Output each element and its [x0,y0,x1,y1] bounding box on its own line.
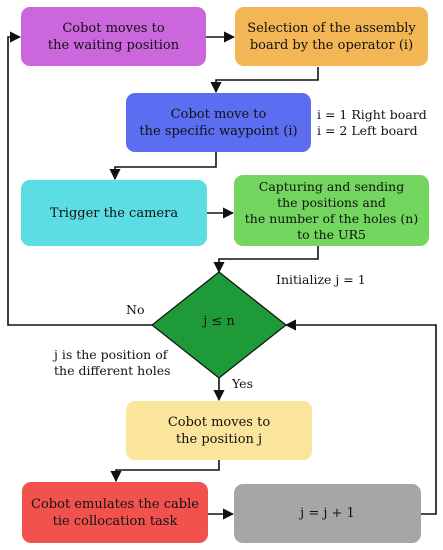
board-mapping-line: i = 1 Right board [317,107,427,122]
initialize-label: Initialize j = 1 [276,272,366,287]
no-label: No [126,302,145,317]
node-move-position: Cobot moves to the position j [126,401,312,460]
node-line: board by the operator (i) [249,37,414,53]
node-increment: j = j + 1 [234,484,421,543]
node-line: to the UR5 [297,226,366,242]
node-line: Trigger the camera [49,205,179,221]
decision-condition: j ≤ n [203,314,235,329]
node-line: the specific waypoint (i) [139,123,298,139]
node-line: Cobot moves to [167,414,271,430]
node-line: Cobot moves to [62,20,165,36]
arrow-selection-to-waypoint [210,67,319,94]
j-description: j is the position of the different holes [54,347,171,379]
j-description-line: the different holes [54,363,171,378]
node-line: the number of the holes (n) [244,210,419,226]
arrow-position-to-emulate [110,460,220,483]
node-waypoint: Cobot move to the specific waypoint (i) [126,93,311,152]
node-capture: Capturing and sending the positions and … [234,175,429,246]
decision-diamond [151,271,287,379]
node-line: Selection of the assembly [247,20,416,36]
board-mapping-note: i = 1 Right board i = 2 Left board [317,107,427,139]
board-mapping-line: i = 2 Left board [317,123,418,138]
arrow-no-to-waiting [7,31,152,326]
node-line: Cobot move to [170,106,267,122]
node-line: the position j [175,431,263,447]
j-description-line: j is the position of [54,347,168,362]
node-trigger-camera: Trigger the camera [21,180,207,246]
node-cobot-waiting: Cobot moves to the waiting position [21,7,206,66]
node-emulate-task: Cobot emulates the cable tie collocation… [22,482,208,543]
arrow-increment-to-decision [284,319,437,515]
node-line: the positions and [277,194,386,210]
yes-label: Yes [232,376,253,391]
arrow-capture-to-decision [213,246,319,274]
node-line: Cobot emulates the cable [31,496,199,512]
node-line: the waiting position [47,37,180,53]
node-line: tie collocation task [52,513,178,529]
node-line: j = j + 1 [300,506,355,521]
node-select-board: Selection of the assembly board by the o… [235,7,428,66]
arrow-waypoint-to-camera [109,152,217,181]
node-line: Capturing and sending [258,178,405,194]
